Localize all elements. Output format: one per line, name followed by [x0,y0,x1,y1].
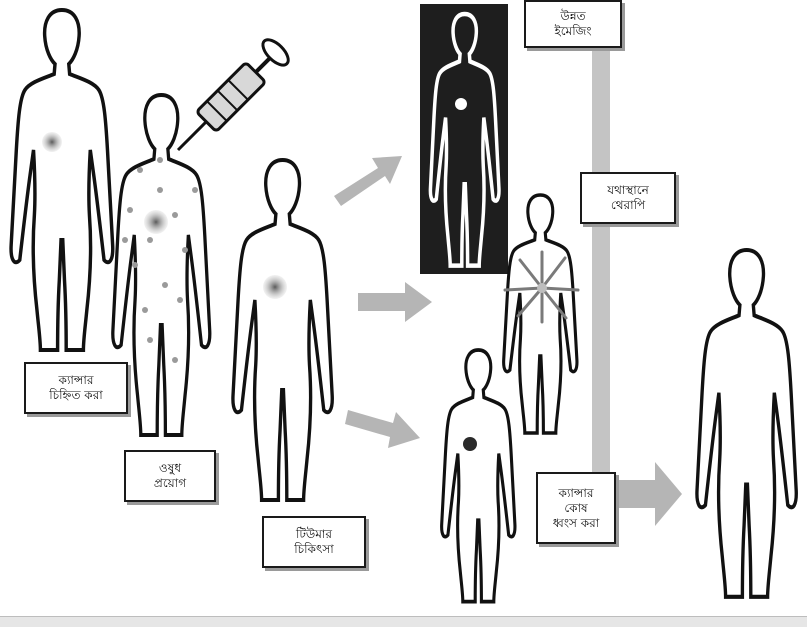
bottom-divider [0,616,807,627]
tumor-spot [144,210,168,234]
label-drug-application: ওষুধ প্রয়োগ [124,450,216,502]
figure-tumor-treatment [233,160,332,500]
figure-healthy [697,250,796,597]
syringe-icon [167,35,293,161]
figure-cancer-cell-destroy [442,350,515,602]
label-line: থেরাপি [611,198,645,213]
label-cancer-cell-destroy: ক্যান্সার কোষ ধ্বংস করা [536,472,616,544]
label-line: প্রয়োগ [154,476,186,491]
arrow-final [612,462,682,526]
label-line: চিকিৎসা [294,542,334,557]
figure-targeted-therapy [504,195,577,433]
label-line: যথাস্থানে [607,183,649,198]
arrow-up-right [334,156,402,206]
label-line: টিউমার [296,527,332,542]
arrow-right [358,282,432,322]
label-line: ক্যান্সার [559,486,594,501]
vertical-connector-bar [592,40,610,530]
tumor-spot [263,275,287,299]
tumor-spot [463,437,477,451]
label-targeted-therapy: যথাস্থানে থেরাপি [580,172,676,224]
label-line: ধ্বংস করা [553,516,599,531]
imaging-glow-spot [455,98,467,110]
label-line: ক্যান্সার [59,373,94,388]
label-line: উন্নত [560,9,585,24]
figure-cancer-identified [11,10,113,350]
label-line: চিহ্নিত করা [49,388,103,403]
label-line: কোষ [564,501,587,516]
label-advanced-imaging: উন্নত ইমেজিং [524,0,622,48]
arrow-down-right [345,410,420,448]
label-cancer-identified: ক্যান্সার চিহ্নিত করা [24,362,128,414]
label-tumor-treatment: টিউমার চিকিৎসা [262,516,366,568]
label-line: ওষুধ [159,461,181,476]
tumor-spot [42,132,62,152]
label-line: ইমেজিং [554,24,591,39]
